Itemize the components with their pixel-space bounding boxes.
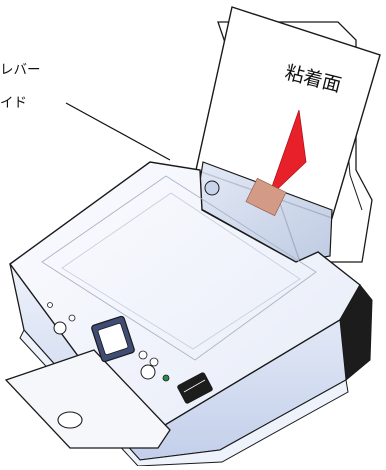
- panel-button: [47, 302, 53, 308]
- panel-button: [68, 314, 76, 322]
- power-button: [53, 321, 67, 335]
- printer-side: [339, 284, 373, 381]
- callout-text-1: レバー: [0, 62, 41, 78]
- tray-notch: [57, 411, 83, 429]
- panel-button: [138, 350, 148, 360]
- callout-text-2: イド: [0, 95, 27, 111]
- output-tray: [4, 349, 171, 449]
- edge-guide-knob: [204, 180, 220, 196]
- guide-sticker: [245, 177, 287, 217]
- callout-leader-line: [65, 102, 171, 161]
- panel-button: [149, 357, 159, 367]
- start-button: [140, 364, 156, 380]
- panel-button: [162, 374, 170, 382]
- insertion-arrow: [267, 109, 307, 199]
